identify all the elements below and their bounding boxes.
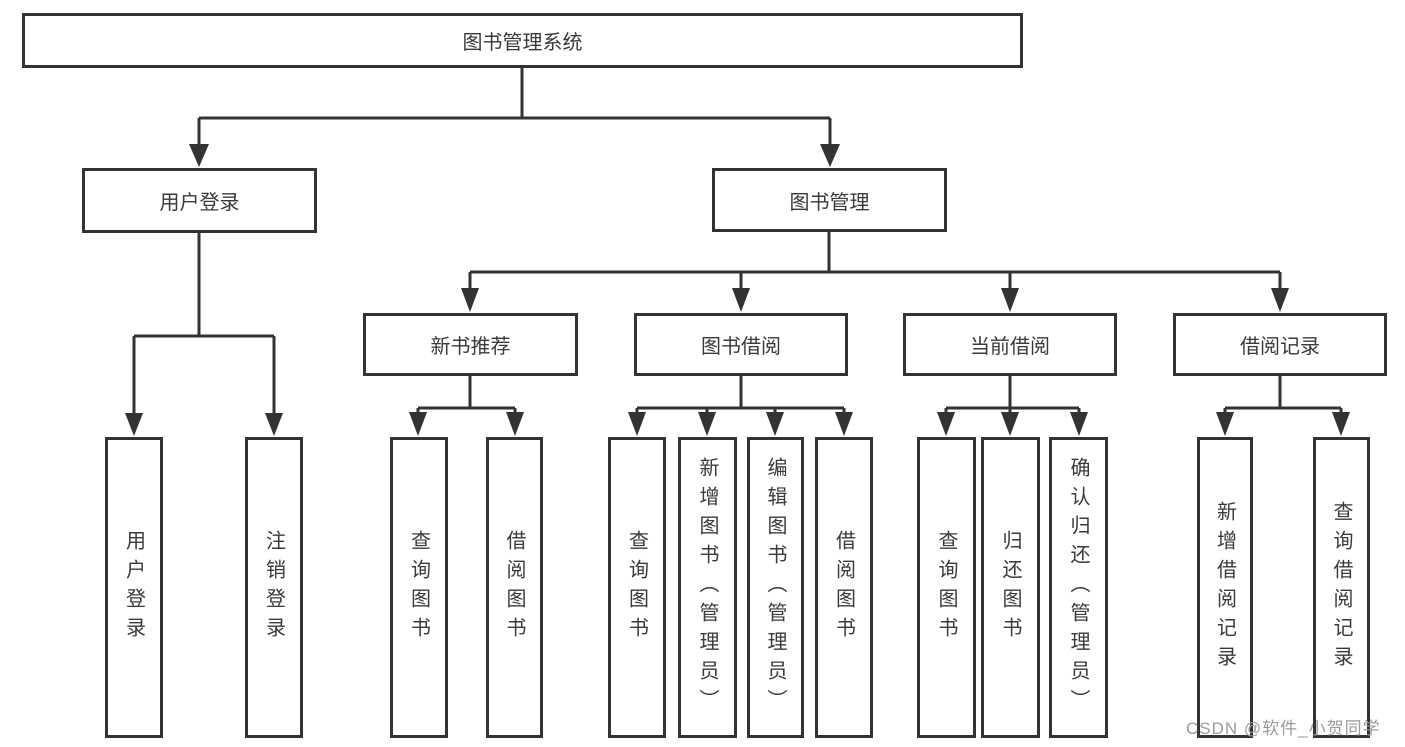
node-leaf-borrow-books-borrowing: 借阅图书 bbox=[815, 437, 873, 738]
node-leaf-borrow-books-recommend: 借阅图书 bbox=[486, 437, 543, 738]
node-book-borrowing: 图书借阅 bbox=[634, 313, 848, 376]
node-leaf-logout: 注销登录 bbox=[245, 437, 303, 738]
node-book-management-branch: 图书管理 bbox=[712, 168, 947, 232]
node-leaf-return-books: 归还图书 bbox=[981, 437, 1040, 738]
node-leaf-query-books-recommend: 查询图书 bbox=[390, 437, 448, 738]
node-leaf-query-borrow-record: 查询借阅记录 bbox=[1313, 437, 1370, 738]
node-leaf-query-books-current: 查询图书 bbox=[917, 437, 976, 738]
node-library-management-system: 图书管理系统 bbox=[22, 13, 1023, 68]
node-leaf-confirm-return-admin: 确认归还（管理员） bbox=[1049, 437, 1108, 738]
node-new-book-recommendation: 新书推荐 bbox=[363, 313, 578, 376]
node-leaf-add-books-admin: 新增图书（管理员） bbox=[678, 437, 737, 738]
node-leaf-query-books-borrowing: 查询图书 bbox=[608, 437, 666, 738]
node-leaf-user-login: 用户登录 bbox=[105, 437, 163, 738]
node-current-borrowing: 当前借阅 bbox=[903, 313, 1117, 376]
node-borrowing-records: 借阅记录 bbox=[1173, 313, 1387, 376]
node-user-login-branch: 用户登录 bbox=[82, 168, 317, 233]
node-leaf-edit-books-admin: 编辑图书（管理员） bbox=[747, 437, 804, 738]
csdn-watermark: CSDN @软件_小贺同学 bbox=[1186, 719, 1381, 738]
node-leaf-add-borrow-record: 新增借阅记录 bbox=[1197, 437, 1253, 738]
